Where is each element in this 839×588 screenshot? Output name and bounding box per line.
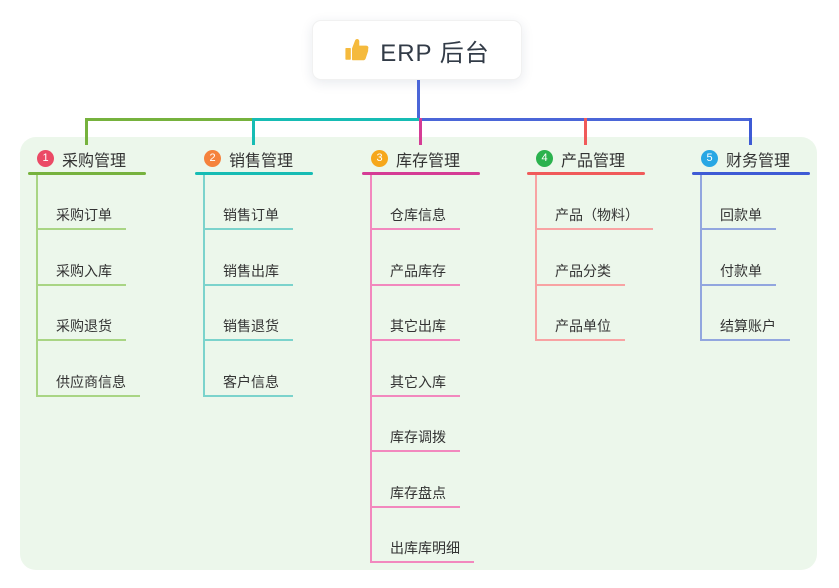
branch-node-采购管理[interactable]: 1 采购管理: [37, 148, 127, 170]
branch-underline: [527, 172, 645, 175]
children-connector-line: [370, 175, 372, 563]
branch-label: 产品管理: [561, 152, 626, 170]
child-node-其它出库[interactable]: 其它出库: [370, 318, 460, 341]
branch-drop-line: [252, 118, 255, 145]
root-stem-line: [417, 80, 420, 121]
children-connector-line: [535, 175, 537, 341]
child-node-销售出库[interactable]: 销售出库: [203, 263, 293, 286]
child-node-付款单[interactable]: 付款单: [700, 263, 776, 286]
branch-node-产品管理[interactable]: 4 产品管理: [536, 148, 626, 170]
branch-drop-line: [584, 118, 587, 145]
branch-label: 财务管理: [726, 152, 791, 170]
child-node-结算账户[interactable]: 结算账户: [700, 318, 790, 341]
branch-underline: [28, 172, 146, 175]
branch-node-库存管理[interactable]: 3 库存管理: [371, 148, 461, 170]
child-node-采购退货[interactable]: 采购退货: [36, 318, 126, 341]
child-node-产品库存[interactable]: 产品库存: [370, 263, 460, 286]
branch-drop-line: [749, 118, 752, 145]
root-node[interactable]: ERP 后台: [312, 20, 522, 80]
branches-panel: [20, 137, 817, 570]
branch-underline: [195, 172, 313, 175]
branch-underline: [362, 172, 480, 175]
branch-number-badge: 3: [371, 150, 388, 167]
child-node-供应商信息[interactable]: 供应商信息: [36, 374, 140, 397]
child-node-出库库明细[interactable]: 出库库明细: [370, 540, 474, 563]
bus-segment-2: [252, 118, 422, 121]
branch-label: 销售管理: [229, 152, 294, 170]
child-node-产品分类[interactable]: 产品分类: [535, 263, 625, 286]
thumbs-up-icon: [344, 37, 370, 63]
child-node-库存盘点[interactable]: 库存盘点: [370, 485, 460, 508]
branch-node-销售管理[interactable]: 2 销售管理: [204, 148, 294, 170]
child-node-回款单[interactable]: 回款单: [700, 207, 776, 230]
branch-number-badge: 2: [204, 150, 221, 167]
child-node-其它入库[interactable]: 其它入库: [370, 374, 460, 397]
bus-segment-1: [85, 118, 255, 121]
child-node-产品（物料）[interactable]: 产品（物料）: [535, 207, 653, 230]
branch-label: 采购管理: [62, 152, 127, 170]
child-node-产品单位[interactable]: 产品单位: [535, 318, 625, 341]
branch-underline: [692, 172, 810, 175]
child-node-销售退货[interactable]: 销售退货: [203, 318, 293, 341]
child-node-销售订单[interactable]: 销售订单: [203, 207, 293, 230]
child-node-库存调拨[interactable]: 库存调拨: [370, 429, 460, 452]
child-node-客户信息[interactable]: 客户信息: [203, 374, 293, 397]
branch-number-badge: 1: [37, 150, 54, 167]
root-title: ERP 后台: [380, 39, 490, 67]
branch-drop-line: [85, 118, 88, 145]
child-node-采购订单[interactable]: 采购订单: [36, 207, 126, 230]
branch-number-badge: 4: [536, 150, 553, 167]
branch-label: 库存管理: [396, 152, 461, 170]
children-connector-line: [700, 175, 702, 341]
branch-node-财务管理[interactable]: 5 财务管理: [701, 148, 791, 170]
branch-drop-line: [419, 118, 422, 145]
child-node-仓库信息[interactable]: 仓库信息: [370, 207, 460, 230]
child-node-采购入库[interactable]: 采购入库: [36, 263, 126, 286]
branch-number-badge: 5: [701, 150, 718, 167]
